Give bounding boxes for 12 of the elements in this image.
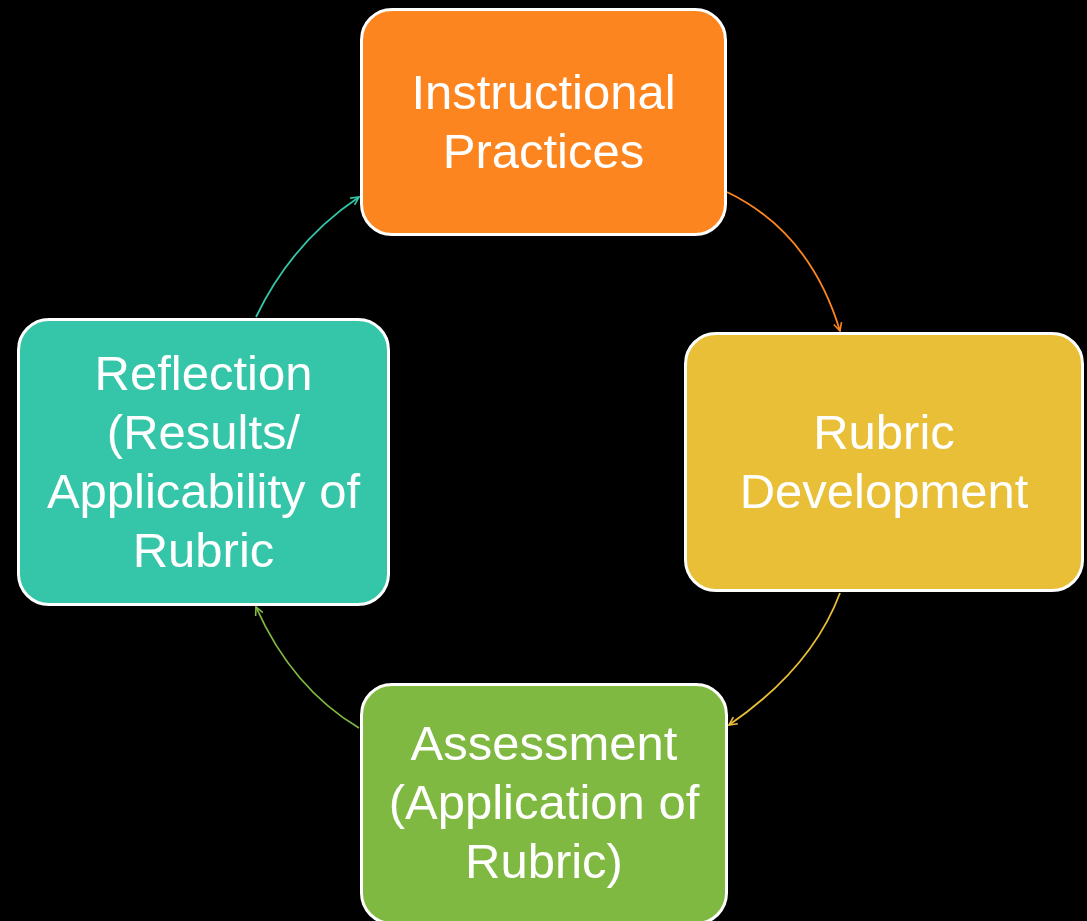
process-box: [360, 683, 728, 921]
box-label: Instructional Practices: [410, 64, 677, 180]
box-label: Rubric Development: [738, 404, 1030, 520]
box-label: Reflection (Results/ Applicability of Rubric: [45, 345, 362, 579]
arrow: [728, 592, 841, 726]
box-label: Assessment (Application of Rubric): [387, 715, 701, 890]
process-box: [684, 332, 1084, 592]
process-box: [17, 318, 390, 606]
arrow: [726, 191, 843, 332]
process-box: [360, 8, 727, 236]
arrow: [255, 606, 360, 729]
arrow: [255, 196, 360, 318]
